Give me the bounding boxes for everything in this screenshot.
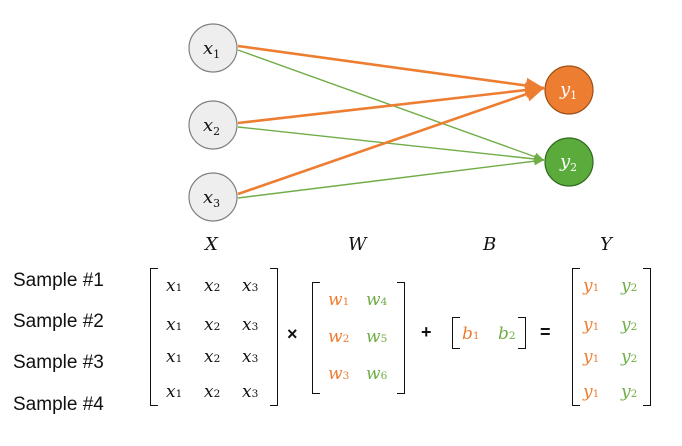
matrix-y-row: y1 y2 (583, 274, 645, 298)
matrix-x-row: x1 x2 x3 (166, 345, 266, 369)
label-B: B (483, 234, 497, 255)
node-y1 (544, 65, 594, 115)
matrix-w-bracket-right (397, 282, 405, 394)
matrix-x-bracket-left (150, 268, 158, 406)
matrix-x-cell: x2 (204, 347, 221, 367)
node-x1 (188, 23, 238, 73)
matrix-w-cell: w5 (366, 327, 388, 347)
matrix-y-cell: y2 (621, 315, 638, 335)
matrix-w-cell: w1 (328, 290, 350, 310)
matrix-y-cell: y1 (583, 276, 600, 296)
matrix-x-cell: x1 (166, 382, 183, 402)
node-x2 (188, 100, 238, 150)
matrix-y-bracket-left (572, 268, 580, 406)
matrix-b-cell: b1 (462, 324, 480, 344)
matrix-x-cell: x2 (204, 382, 221, 402)
matrix-y-cell: y2 (621, 382, 638, 402)
matrix-y-cell: y2 (621, 347, 638, 367)
matrix-y-row: y1 y2 (583, 313, 645, 337)
matrix-y-cell: y1 (583, 382, 600, 402)
edge-x3-y2 (237, 157, 545, 199)
matrix-x-row: x1 x2 x3 (166, 380, 266, 404)
matrix-x-cell: x1 (166, 315, 183, 335)
matrix-y-row: y1 y2 (583, 380, 645, 404)
edge-x2-y2 (237, 126, 545, 164)
equals-operator: = (540, 322, 551, 342)
matrix-w-row: w2 w5 (328, 325, 390, 349)
matrix-w-cell: w2 (328, 327, 350, 347)
matrix-x-cell: x3 (242, 276, 259, 296)
matrix-b-cell: b2 (498, 324, 516, 344)
matrix-y-cell: y2 (621, 276, 638, 296)
label-Y: Y (600, 234, 612, 255)
matrix-w-row: w1 w4 (328, 288, 390, 312)
matrix-w-cell: w6 (366, 364, 388, 384)
matrix-x-cell: x3 (242, 315, 259, 335)
matrix-b-bracket-right (518, 317, 526, 349)
matrix-w-cell: w4 (366, 290, 388, 310)
matrix-y-bracket-right (643, 268, 651, 406)
matrix-b: b1 b2 (462, 322, 522, 346)
sample-label-2: Sample #2 (13, 311, 104, 332)
matrix-x-cell: x1 (166, 347, 183, 367)
matrix-y-cell: y1 (583, 347, 600, 367)
plus-operator: + (421, 322, 432, 342)
matrix-x-cell: x3 (242, 382, 259, 402)
matrix-w-cell: w3 (328, 364, 350, 384)
matrix-w-row: w3 w6 (328, 362, 390, 386)
times-operator: × (287, 324, 298, 344)
matrix-x-cell: x3 (242, 347, 259, 367)
matrix-x-cell: x1 (166, 276, 183, 296)
edge-x3-y1 (237, 86, 545, 196)
matrix-y-cell: y1 (583, 315, 600, 335)
sample-label-3: Sample #3 (13, 352, 104, 373)
edge-x2-y1 (237, 82, 545, 125)
matrix-x-bracket-right (270, 268, 278, 406)
label-W: W (348, 234, 367, 255)
matrix-y-row: y1 y2 (583, 345, 645, 369)
node-x3 (188, 172, 238, 222)
edge-x1-y1 (237, 44, 545, 94)
sample-label-1: Sample #1 (13, 270, 104, 291)
matrix-x-row: x1 x2 x3 (166, 274, 266, 298)
matrix-b-bracket-left (452, 317, 460, 349)
matrix-w-bracket-left (312, 282, 320, 394)
matrix-x-cell: x2 (204, 315, 221, 335)
node-y2 (544, 137, 594, 187)
label-X: X (205, 234, 218, 255)
matrix-x-row: x1 x2 x3 (166, 313, 266, 337)
sample-label-4: Sample #4 (13, 394, 104, 415)
matrix-x-cell: x2 (204, 276, 221, 296)
